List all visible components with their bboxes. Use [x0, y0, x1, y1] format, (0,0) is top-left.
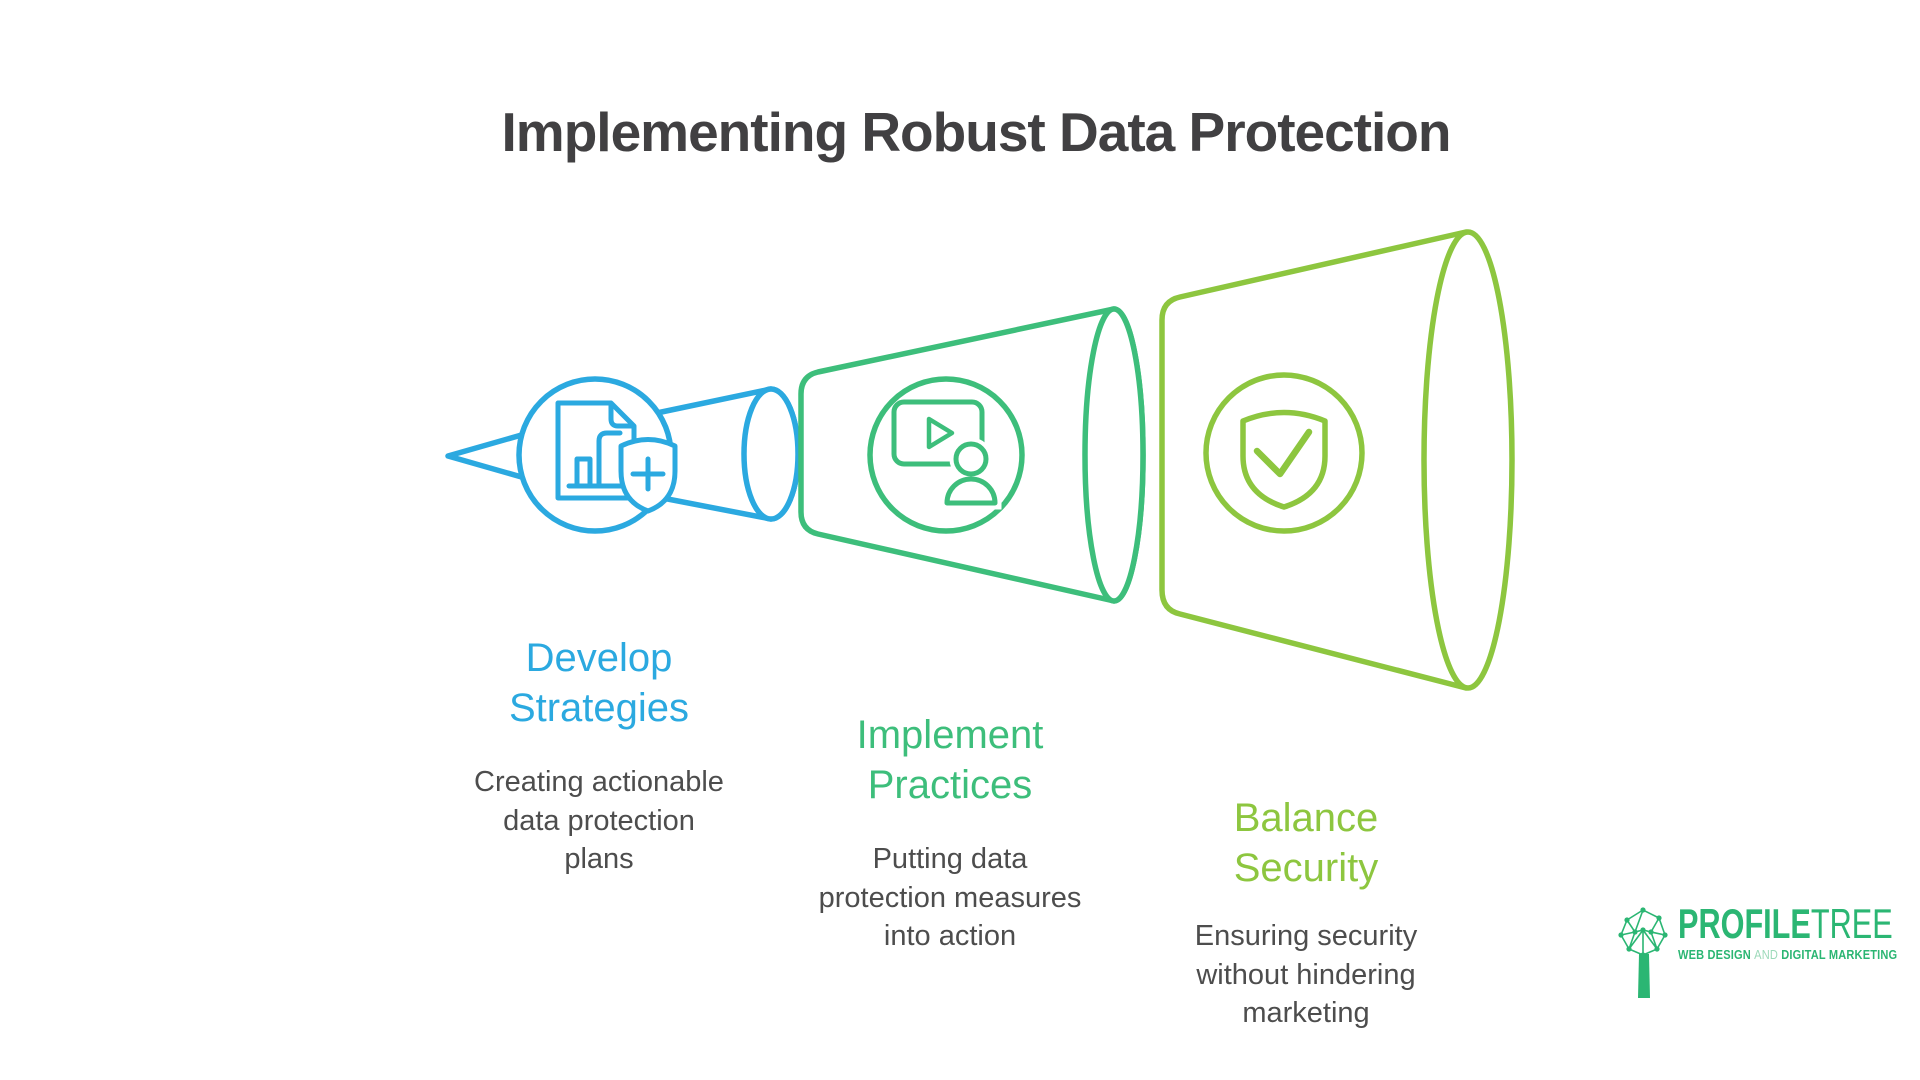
brand-name: PROFILETREE: [1678, 902, 1893, 946]
page-title: Implementing Robust Data Protection: [501, 101, 1452, 163]
stage-1-caption: Develop Strategies Creating actionable d…: [419, 633, 779, 879]
stage-3-endcap: [1421, 229, 1515, 691]
brand-tagline: WEB DESIGN AND DIGITAL MARKETING: [1678, 947, 1898, 962]
stage-2-endcap: [1082, 306, 1146, 604]
stage-2-caption: Implement Practices Putting data protect…: [770, 710, 1130, 956]
profiletree-logo: PROFILETREE WEB DESIGN AND DIGITAL MARKE…: [1616, 902, 1920, 1002]
stage-label: Develop Strategies: [508, 636, 690, 730]
stage-description: Ensuring security without hindering mark…: [1194, 920, 1418, 1029]
brand-name-bold: PROFILE: [1678, 900, 1811, 947]
video-icon: [891, 399, 985, 467]
stage-description: Creating actionable data protection plan…: [474, 766, 724, 875]
stage-1-endcap: [741, 386, 801, 522]
brand-name-light: TREE: [1810, 900, 1893, 947]
tree-icon: [1618, 907, 1668, 998]
person-icon: [944, 441, 998, 506]
stage-description: Putting data protection measures into ac…: [818, 843, 1082, 952]
stage-label: Balance Security: [1233, 796, 1379, 890]
video-presenter-icon: [891, 399, 1002, 510]
document-chart-icon: [555, 400, 637, 501]
shield-check-icon: [1240, 409, 1328, 510]
stage-3-funnel-segment: [1159, 229, 1515, 691]
shield-plus-icon: [618, 437, 678, 514]
stage-label: Implement Practices: [856, 713, 1044, 807]
stage-3-caption: Balance Security Ensuring security witho…: [1126, 793, 1486, 1033]
logo-text: PROFILETREE WEB DESIGN AND DIGITAL MARKE…: [1678, 902, 1920, 963]
play-icon: [926, 416, 955, 450]
